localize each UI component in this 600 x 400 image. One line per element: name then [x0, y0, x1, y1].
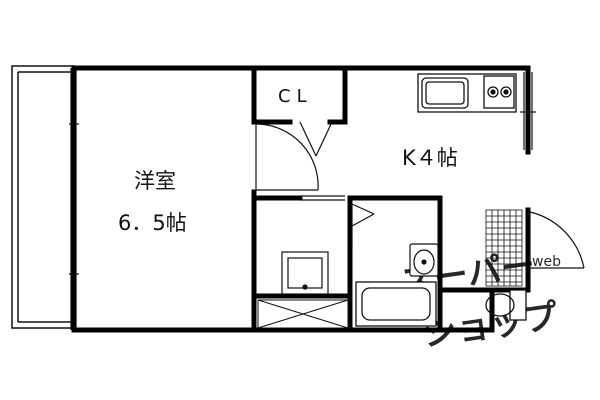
- toilet-icon: [485, 289, 527, 321]
- washing-machine-pan: [281, 251, 329, 295]
- western-room-name: 洋室: [134, 169, 176, 193]
- kitchen-label: K４帖: [402, 146, 458, 170]
- closet-label: CL: [278, 86, 313, 107]
- washbasin-icon: [409, 243, 439, 277]
- bathtub-icon: [355, 281, 437, 327]
- entrance-tiles: [485, 209, 523, 287]
- storage-cabinet: [257, 299, 349, 329]
- watermark-text-small: web: [532, 254, 561, 270]
- sink-icon: [421, 77, 469, 109]
- walls: [71, 65, 531, 333]
- doors: [255, 72, 585, 288]
- kitchen-counter: [417, 73, 517, 113]
- balcony: [11, 65, 75, 329]
- western-room-size: 6．5帖: [118, 211, 187, 235]
- stove-icon: [483, 75, 515, 109]
